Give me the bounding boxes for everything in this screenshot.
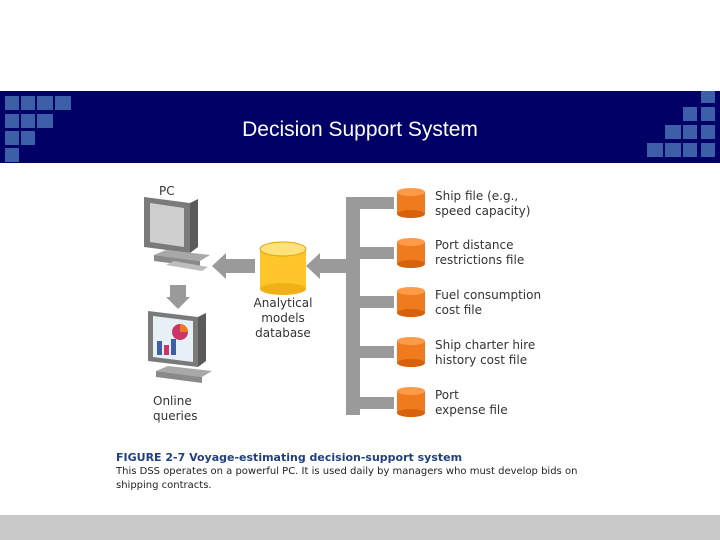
figure-caption-body: This DSS operates on a powerful PC. It i… (116, 466, 578, 491)
banner-decoration-square (665, 143, 681, 157)
database-cylinder-icon (259, 241, 307, 295)
file-cylinder-icon (397, 337, 425, 367)
connector-trunk (346, 197, 360, 415)
file-cylinder-icon (397, 387, 425, 417)
banner-decoration-square (5, 148, 19, 162)
banner-decoration-square (37, 114, 53, 128)
online-queries-computer-icon (148, 311, 212, 383)
connector-branch (360, 296, 394, 308)
banner-decoration-square (21, 131, 35, 145)
banner-decoration-square (647, 143, 663, 157)
slide-title: Decision Support System (242, 118, 478, 141)
banner-decoration-square (701, 125, 715, 139)
banner-decoration-square (665, 125, 681, 139)
banner-decoration-square (5, 131, 19, 145)
footer-bar (0, 515, 720, 540)
file-label-fuel: Fuel consumption cost file (435, 288, 542, 317)
banner-decoration-square (701, 143, 715, 157)
file-cylinder-icon (397, 238, 425, 268)
banner-decoration-square (21, 96, 35, 110)
banner-decoration-square (683, 143, 697, 157)
pc-label: PC (159, 184, 175, 198)
file-label-port-distance: Port distance restrictions file (435, 238, 525, 267)
arrow-to-database (306, 253, 347, 279)
banner-decoration-square (5, 96, 19, 110)
connector-branch (346, 397, 394, 409)
connector-bus (346, 197, 394, 415)
figure-caption-title: FIGURE 2-7 Voyage-estimating decision-su… (116, 451, 463, 464)
pc-computer-icon (144, 197, 210, 271)
database-label: Analytical models database (253, 296, 313, 340)
banner-decoration-square (701, 91, 715, 103)
file-label-charter: Ship charter hire history cost file (435, 338, 536, 367)
connector-branch (360, 247, 394, 259)
banner-decoration-square (683, 125, 697, 139)
file-cylinder-icon (397, 287, 425, 317)
banner-decoration-square (701, 107, 715, 121)
arrow-down-to-queries (166, 285, 190, 309)
file-cylinder-icon (397, 188, 425, 218)
online-queries-label: Online queries (153, 394, 198, 423)
banner-decoration-square (683, 107, 697, 121)
banner-decoration-square (5, 114, 19, 128)
arrow-to-pc (212, 253, 255, 279)
diagram-graphics (144, 188, 425, 417)
banner-decoration-square (37, 96, 53, 110)
file-label-ship: Ship file (e.g., speed capacity) (435, 189, 531, 218)
banner-decoration-square (21, 114, 35, 128)
connector-branch (360, 346, 394, 358)
dss-diagram: PC Online queries Analytical models data… (110, 175, 610, 495)
file-label-port-expense: Port expense file (435, 388, 508, 417)
title-banner (0, 91, 720, 163)
connector-branch (346, 197, 394, 209)
banner-decoration-square (55, 96, 71, 110)
